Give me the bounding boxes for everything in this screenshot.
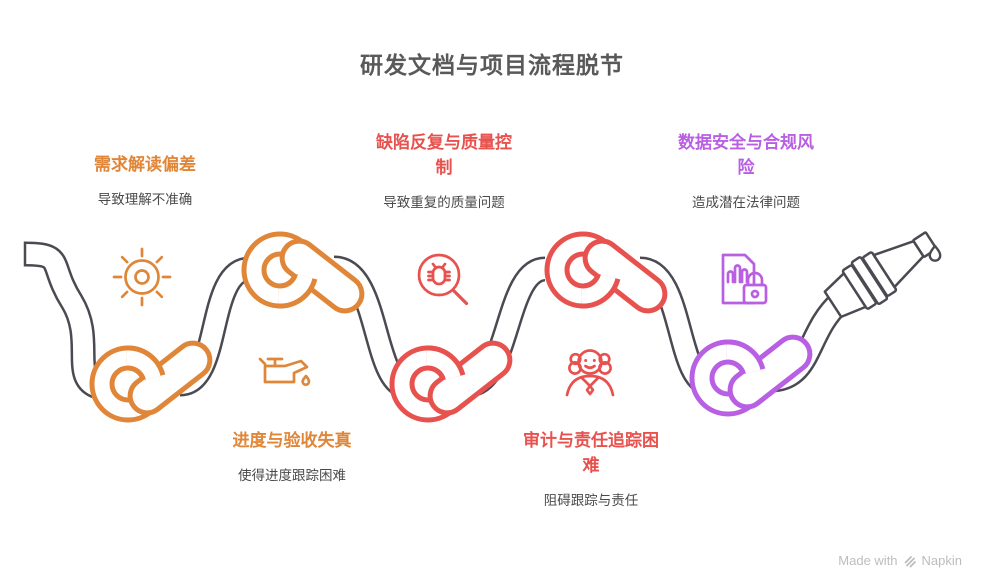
item-description: 使得进度跟踪困难 <box>238 468 346 483</box>
sun-icon <box>112 247 172 307</box>
nozzle <box>823 231 938 319</box>
brand-label: Napkin <box>921 553 962 568</box>
knot-orange-2 <box>254 234 369 317</box>
item-audit: 审计与责任追踪困难 阻碍跟踪与责任 <box>471 428 711 510</box>
item-title: 需求解读偏差 <box>94 155 196 174</box>
item-requirements: 需求解读偏差 导致理解不准确 <box>25 152 265 209</box>
knot-red-2 <box>557 234 672 317</box>
droplet-icon <box>928 244 942 262</box>
page-title: 研发文档与项目流程脱节 <box>360 52 624 78</box>
item-defects: 缺陷反复与质量控制 导致重复的质量问题 <box>324 130 564 212</box>
made-with-label: Made with <box>838 553 898 568</box>
knot-red-1 <box>402 336 517 419</box>
bug-magnifier-icon <box>417 253 469 306</box>
item-title: 审计与责任追踪困难 <box>523 431 659 475</box>
item-description: 阻碍跟踪与责任 <box>543 493 639 508</box>
item-progress: 进度与验收失真 使得进度跟踪困难 <box>172 428 412 485</box>
knot-purple-1 <box>702 330 817 413</box>
napkin-logo-icon <box>904 555 916 567</box>
item-title: 进度与验收失真 <box>232 431 352 450</box>
oil-can-icon <box>258 357 311 386</box>
item-description: 导致重复的质量问题 <box>383 195 505 210</box>
item-security: 数据安全与合规风险 造成潜在法律问题 <box>626 130 866 212</box>
knot-orange-1 <box>102 336 217 419</box>
item-title: 缺陷反复与质量控制 <box>376 133 512 177</box>
item-description: 导致理解不准确 <box>97 192 193 207</box>
item-description: 造成潜在法律问题 <box>692 195 800 210</box>
item-title: 数据安全与合规风险 <box>678 133 814 177</box>
judge-icon <box>565 349 615 397</box>
document-lock-icon <box>721 253 768 305</box>
napkin-attribution-link[interactable]: Made with Napkin <box>838 553 962 568</box>
